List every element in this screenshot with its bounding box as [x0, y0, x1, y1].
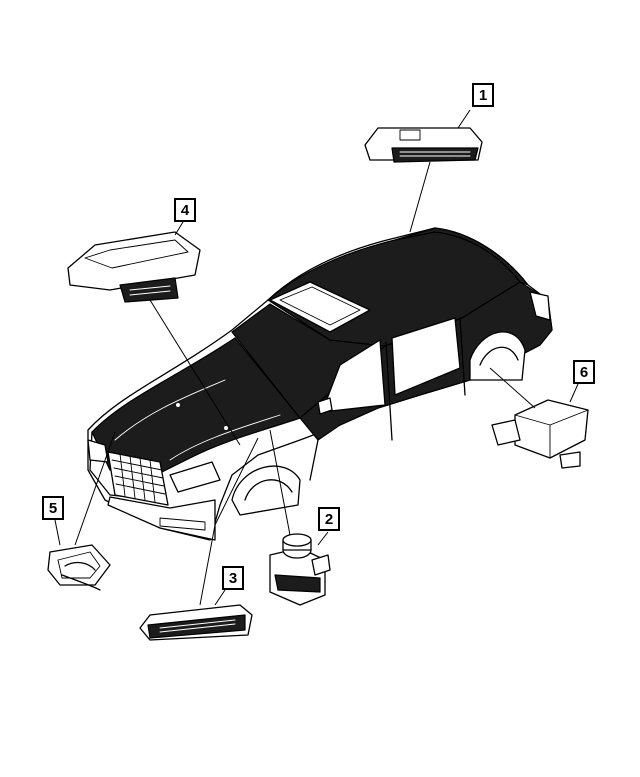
callout-2: 2 [318, 507, 340, 531]
callout-3: 3 [222, 566, 244, 590]
callout-5: 5 [42, 496, 64, 520]
module-upper-left [67, 231, 201, 303]
vehicle-illustration [87, 227, 553, 541]
leader-lines [54, 109, 579, 606]
callout-1: 1 [472, 83, 494, 107]
module-right [491, 399, 589, 469]
callout-4: 4 [174, 198, 196, 222]
abs-pump-module [269, 533, 331, 606]
module-lower-center [139, 604, 253, 641]
callout-6: 6 [573, 360, 595, 384]
module-upper-right [364, 127, 483, 163]
sensor-lower-left [47, 544, 111, 591]
